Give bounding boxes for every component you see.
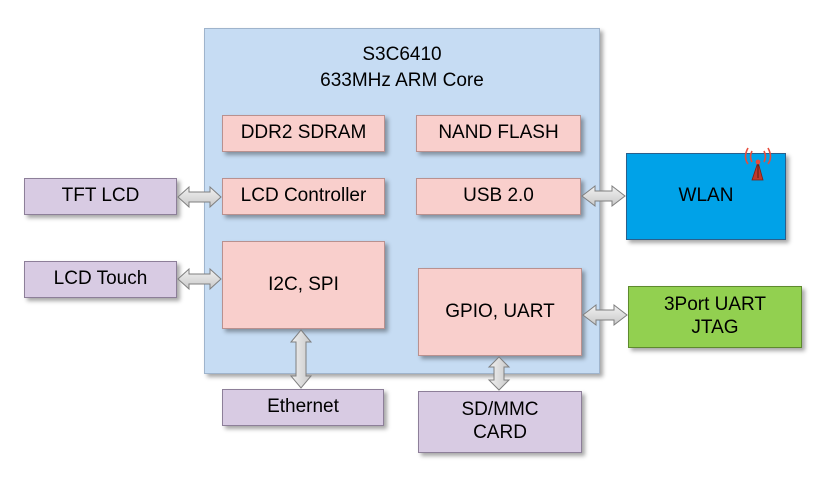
soc-title-line2: 633MHz ARM Core bbox=[320, 70, 484, 91]
i2c-spi-block: I2C, SPI bbox=[222, 241, 385, 329]
lcd-controller-block: LCD Controller bbox=[222, 178, 385, 215]
usb-block: USB 2.0 bbox=[416, 178, 581, 215]
gpio-uart-block: GPIO, UART bbox=[418, 268, 582, 356]
arrow-lcd-touch-to-i2c-spi bbox=[177, 267, 222, 291]
ethernet-box: Ethernet bbox=[222, 389, 384, 426]
soc-title: S3C6410 633MHz ARM Core bbox=[204, 42, 600, 94]
arrow-tft-lcd-to-lcd-controller bbox=[177, 185, 222, 209]
wlan-label: WLAN bbox=[678, 185, 734, 207]
tft-lcd-box: TFT LCD bbox=[24, 178, 177, 215]
arrow-usb-to-wlan bbox=[581, 184, 626, 208]
arrow-gpio-uart-to-sd-mmc bbox=[487, 356, 511, 391]
soc-title-line1: S3C6410 bbox=[362, 44, 442, 65]
sd-mmc-card-box: SD/MMC CARD bbox=[418, 391, 582, 453]
arrow-i2c-spi-to-ethernet bbox=[289, 329, 313, 389]
uart-jtag-box: 3Port UART JTAG bbox=[628, 286, 802, 348]
nand-flash-block: NAND FLASH bbox=[416, 115, 581, 152]
arrow-gpio-uart-to-uart-jtag bbox=[582, 303, 628, 327]
ddr2-sdram-block: DDR2 SDRAM bbox=[222, 115, 385, 152]
lcd-touch-box: LCD Touch bbox=[24, 261, 177, 298]
wireless-antenna-icon bbox=[744, 147, 772, 181]
